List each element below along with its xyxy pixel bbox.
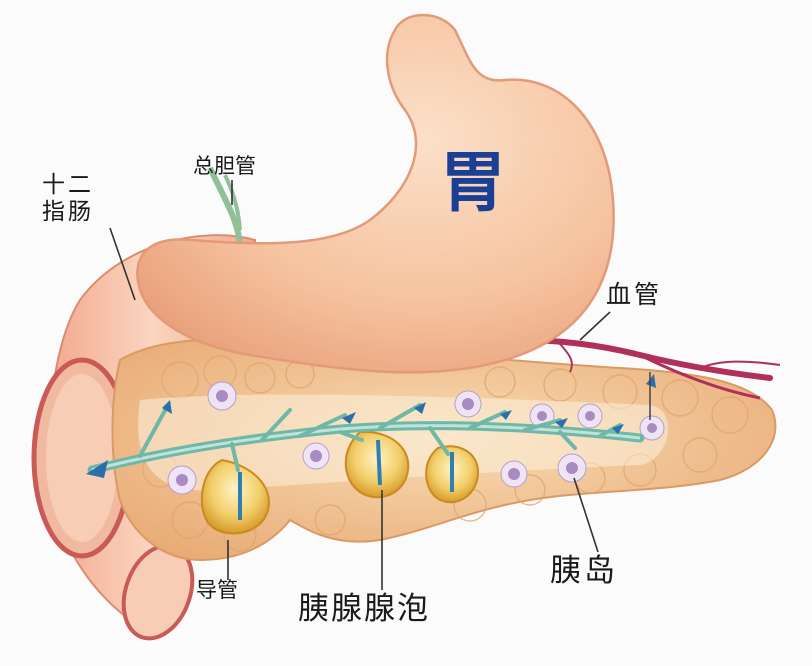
islet — [302, 442, 330, 470]
islet — [167, 465, 197, 495]
acinus — [200, 458, 270, 535]
pancreatic-duct — [86, 374, 656, 478]
acinus — [344, 430, 410, 499]
islets — [167, 381, 665, 495]
islet — [639, 415, 665, 441]
islet — [577, 403, 603, 429]
duct-label: 导管 — [196, 578, 238, 602]
blood-vessel — [517, 337, 781, 420]
acinus — [425, 445, 480, 504]
stomach-label: 胃 — [440, 144, 506, 221]
acini — [200, 430, 480, 535]
islet — [557, 453, 587, 483]
acinus-label: 胰腺腺泡 — [298, 591, 430, 627]
islet — [207, 381, 237, 411]
duodenum-leader — [109, 227, 136, 301]
islet-label: 胰岛 — [550, 553, 618, 589]
blood-vessel-label: 血管 — [606, 280, 663, 309]
islet-leader — [573, 477, 599, 553]
leader-lines — [109, 180, 611, 590]
common-bile-duct-label: 总胆管 — [193, 154, 256, 178]
stomach — [136, 13, 615, 374]
islet — [454, 390, 482, 418]
islet — [500, 460, 528, 488]
vessel-leader — [579, 311, 611, 341]
duodenum-label: 十二 指肠 — [42, 172, 94, 225]
